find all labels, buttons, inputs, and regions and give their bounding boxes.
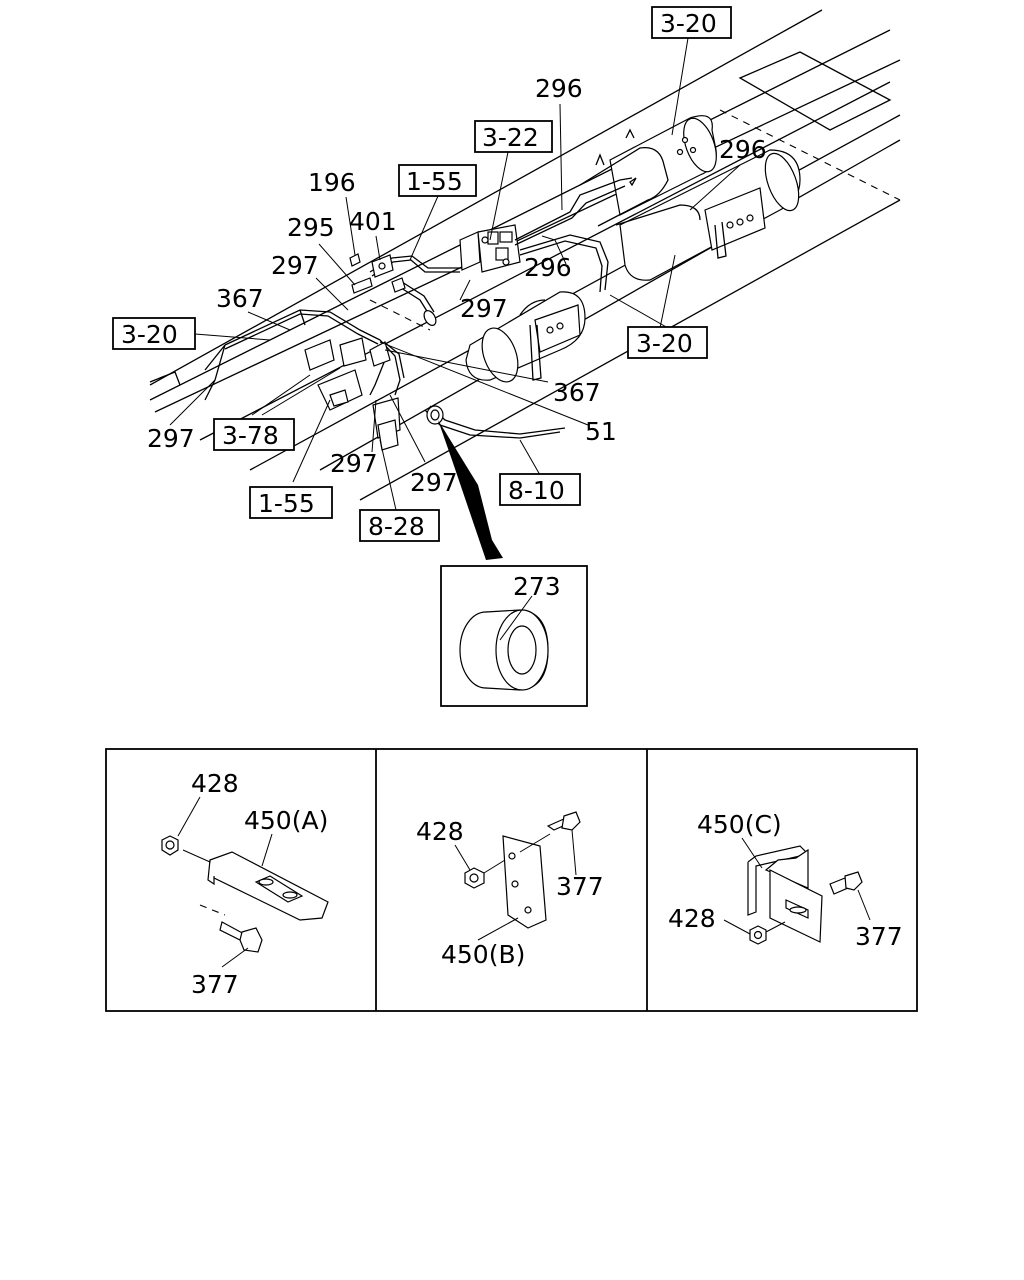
ref-8-10: 8-10 xyxy=(508,476,565,505)
ref-3-20-right: 3-20 xyxy=(636,329,693,358)
label-297-bottom: 297 xyxy=(410,468,458,497)
relay-valves xyxy=(304,337,401,451)
air-tank-upper xyxy=(579,115,717,227)
label-367-upper: 367 xyxy=(216,284,264,313)
label-401: 401 xyxy=(349,207,397,236)
ref-8-28: 8-28 xyxy=(368,512,425,541)
panel-a: 428 450(A) 377 xyxy=(161,769,329,999)
label-297-left: 297 xyxy=(147,424,195,453)
label-296-top: 296 xyxy=(535,74,583,103)
panel-c: 450(C) 428 377 xyxy=(668,810,903,951)
label-296-right: 296 xyxy=(719,135,767,164)
panel-a-bracket-label: 450(A) xyxy=(244,806,328,835)
label-297-lower: 297 xyxy=(330,449,378,478)
ref-1-55-top: 1-55 xyxy=(406,167,463,196)
panel-b-nut-label: 428 xyxy=(416,817,464,846)
panel-a-nut-label: 428 xyxy=(191,769,239,798)
label-295: 295 xyxy=(287,213,335,242)
ref-3-78: 3-78 xyxy=(222,421,279,450)
label-297-upper: 297 xyxy=(271,251,319,280)
label-273: 273 xyxy=(513,572,561,601)
panel-a-bolt-label: 377 xyxy=(191,970,239,999)
callout-numbers: 296 296 296 196 401 295 297 297 297 297 … xyxy=(147,74,767,497)
panel-c-bracket-label: 450(C) xyxy=(697,810,782,839)
panel-b-bracket-label: 450(B) xyxy=(441,940,525,969)
label-297-mid: 297 xyxy=(460,294,508,323)
ref-3-20-left: 3-20 xyxy=(121,320,178,349)
panel-c-bolt-label: 377 xyxy=(855,922,903,951)
detail-pointer xyxy=(438,420,503,560)
leader-lines xyxy=(169,37,741,511)
detail-box-273: 273 xyxy=(440,565,588,707)
panel-b-bolt-label: 377 xyxy=(556,872,604,901)
label-296-mid: 296 xyxy=(524,253,572,282)
label-51: 51 xyxy=(585,417,617,446)
reference-boxes: 3-20 3-22 1-55 3-20 3-20 3-78 1-55 8-28 … xyxy=(112,6,732,542)
label-367-lower: 367 xyxy=(553,378,601,407)
ref-1-55-bottom: 1-55 xyxy=(258,489,315,518)
label-196: 196 xyxy=(308,168,356,197)
valve-assembly xyxy=(459,177,637,293)
air-tank-lower xyxy=(465,204,701,383)
panel-c-nut-label: 428 xyxy=(668,904,716,933)
ref-3-20-top: 3-20 xyxy=(660,9,717,38)
small-fittings xyxy=(349,253,406,294)
air-tank-right xyxy=(619,149,801,281)
panel-b: 428 450(B) 377 xyxy=(416,811,604,969)
ref-3-22: 3-22 xyxy=(482,123,539,152)
